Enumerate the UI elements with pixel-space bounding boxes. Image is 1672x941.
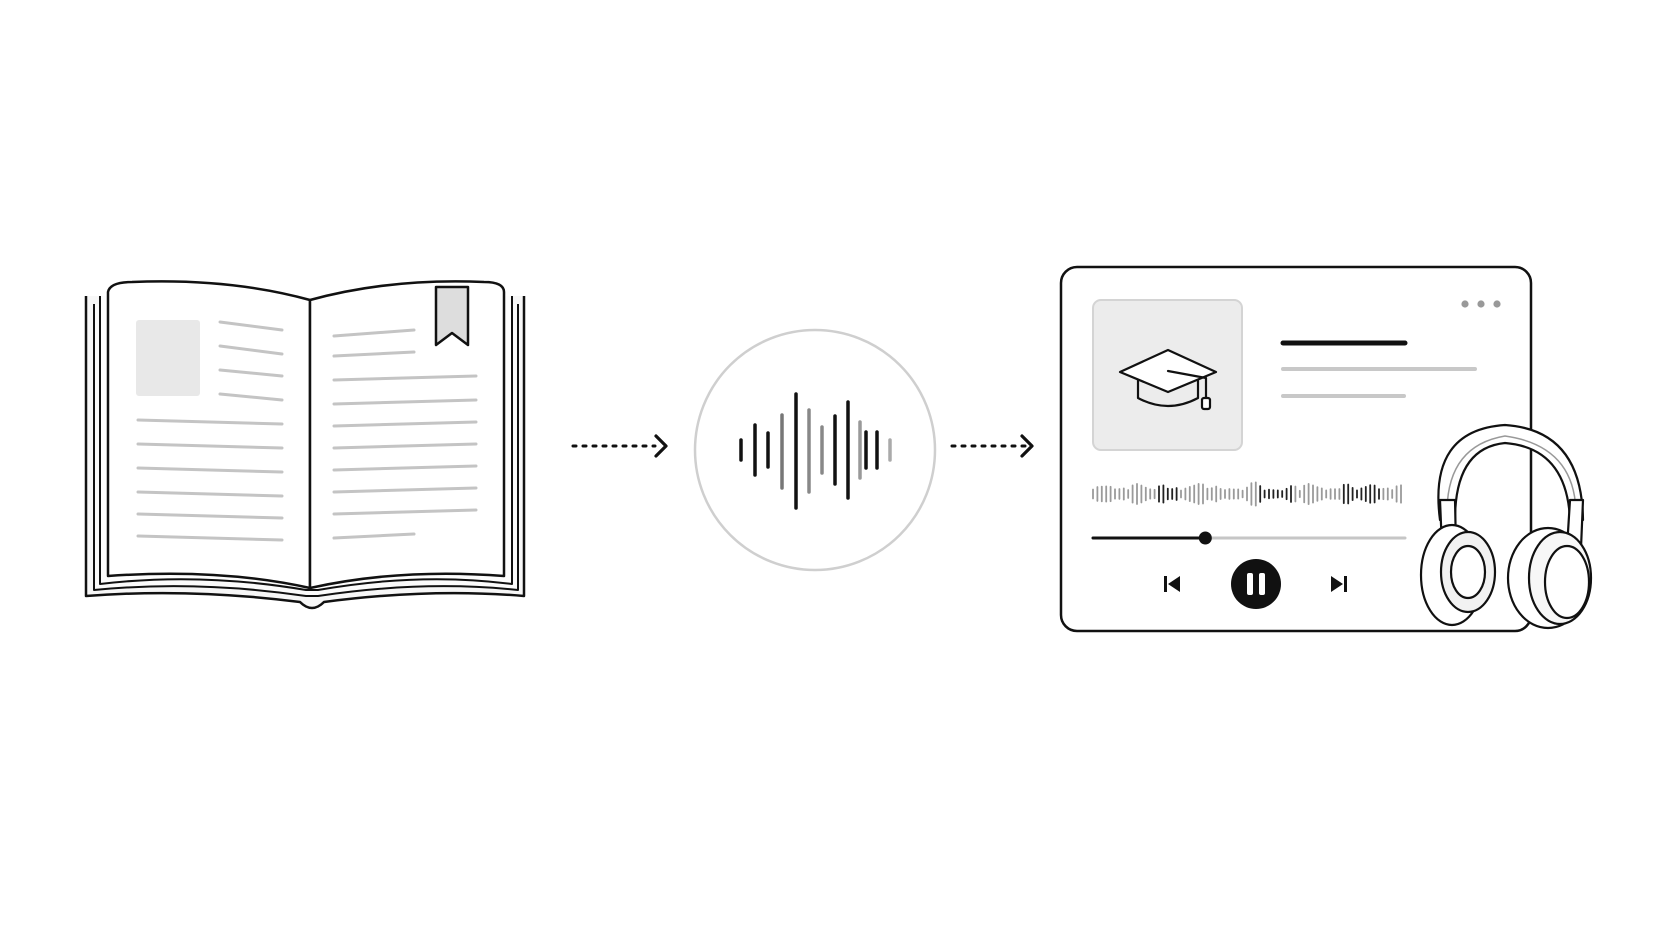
- open-book-icon: [84, 280, 526, 610]
- book-right-page: [308, 280, 506, 590]
- image-placeholder-icon: [136, 320, 200, 396]
- left-page-text-lines: [136, 320, 284, 542]
- audio-player-window-icon: [1059, 265, 1533, 633]
- headphones-left-earcup: [1419, 523, 1497, 627]
- pause-button[interactable]: [1231, 559, 1281, 609]
- sound-wave-icon: [693, 328, 937, 572]
- headphones-right-earcup: [1506, 526, 1593, 630]
- sound-wave-bars: [739, 392, 892, 510]
- waveform-icon: [1092, 481, 1402, 507]
- bookmark-icon: [434, 285, 470, 347]
- skip-previous-icon[interactable]: [1164, 576, 1180, 592]
- progress-handle[interactable]: [1198, 531, 1212, 545]
- headphones-icon: [1419, 423, 1593, 630]
- skip-next-icon[interactable]: [1331, 576, 1347, 592]
- right-page-text-lines: [332, 328, 478, 540]
- more-dots-icon[interactable]: [1461, 300, 1501, 308]
- graduation-cap-icon: [1118, 348, 1218, 411]
- pause-icon: [1247, 573, 1265, 595]
- dotted-arrow-right-icon: [950, 434, 1034, 458]
- dotted-arrow-right-icon: [571, 434, 668, 458]
- progress-bar[interactable]: [1091, 531, 1407, 545]
- sound-wave-circle: [693, 328, 937, 572]
